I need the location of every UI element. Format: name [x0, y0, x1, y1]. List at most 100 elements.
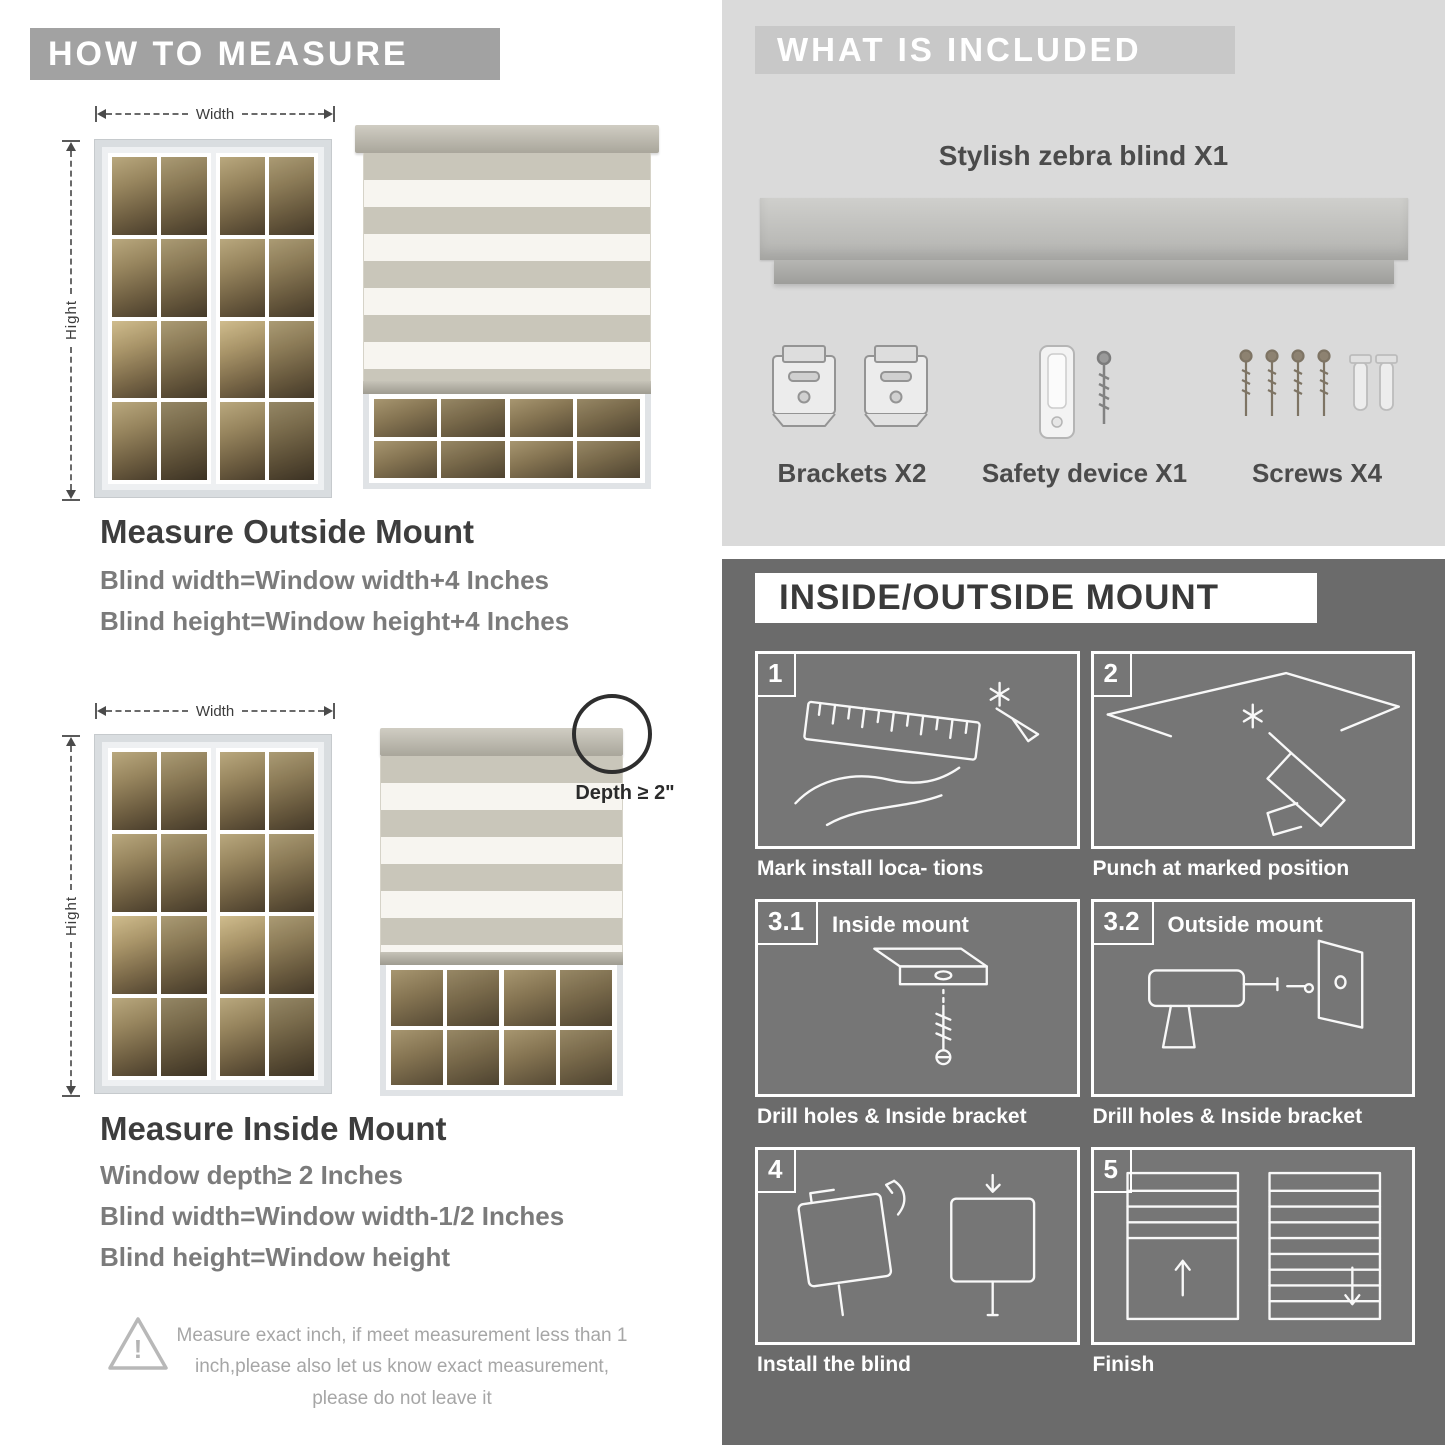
window-below-blind [380, 965, 623, 1096]
window-sash [215, 748, 318, 1080]
brackets-label: Brackets X2 [777, 458, 927, 488]
arrow-line [242, 710, 324, 712]
inside-height-formula: Blind height=Window height [100, 1242, 450, 1272]
step-number: 2 [1093, 654, 1132, 697]
outside-mount-heading: Measure Outside Mount [100, 513, 475, 550]
width-label: Width [195, 105, 235, 123]
height-arrow-outside: Hight [62, 140, 80, 501]
window-sash [108, 153, 211, 484]
step-3-2-panel: 3.2 Outside mount [1090, 899, 1415, 1097]
arrow-line [70, 151, 72, 295]
inside-mount-heading: Measure Inside Mount [100, 1110, 447, 1147]
window-photo-inside [95, 735, 331, 1093]
step-4-panel: 4 [755, 1147, 1080, 1345]
step-4-caption: Install the blind [757, 1353, 912, 1376]
mount-banner: INSIDE/OUTSIDE MOUNT [755, 573, 1317, 623]
step2-drill-illustration [1106, 671, 1400, 836]
product-title: Stylish zebra blind X1 [938, 140, 1229, 171]
step-number: 5 [1093, 1150, 1132, 1193]
inside-depth-rule: Window depth≥ 2 Inches [100, 1160, 403, 1190]
step3-1-inside-bracket-illustration [873, 947, 988, 1066]
arrow-line [242, 113, 324, 115]
warning-exclamation: ! [133, 1334, 143, 1364]
step-1: 1 [755, 651, 1080, 881]
step-3-2: 3.2 Outside mount Dr [1090, 899, 1415, 1129]
step5-finish-illustration [1125, 1171, 1381, 1321]
step-5-panel: 5 [1090, 1147, 1415, 1345]
blind-bottom-rail [380, 952, 623, 965]
warning-triangle-icon [108, 1317, 168, 1370]
measurement-warning-text: Measure exact inch, if meet measurement … [176, 1325, 628, 1409]
window-sash [215, 153, 318, 484]
blind-headrail-lower [774, 260, 1394, 284]
window-sash [108, 748, 211, 1080]
height-label: Hight [62, 300, 80, 341]
zebra-blind-inside [380, 728, 623, 1096]
step-3-1-title: Inside mount [832, 912, 969, 937]
step-1-panel: 1 [755, 651, 1080, 849]
step-2-panel: 2 [1090, 651, 1415, 849]
arrow-line [70, 746, 72, 890]
height-arrow-inside: Hight [62, 735, 80, 1097]
window-sash [504, 970, 612, 1085]
mount-banner-title: INSIDE/OUTSIDE MOUNT [779, 578, 1220, 617]
safety-device-label: Safety device X1 [981, 458, 1188, 488]
safety-device-icon [1039, 345, 1112, 439]
brackets-icon [767, 328, 937, 444]
width-arrow-inside: Width [95, 702, 335, 720]
step-3-1: 3.1 Inside mount [755, 899, 1080, 1129]
step-3-1-caption: Drill holes & Inside bracket [757, 1105, 1027, 1128]
step-3-1-panel: 3.1 Inside mount [755, 899, 1080, 1097]
width-label: Width [195, 702, 235, 720]
step-5: 5 Finish [1090, 1147, 1415, 1377]
step-5-caption: Finish [1092, 1353, 1155, 1376]
screws-icon [1232, 328, 1402, 444]
included-items-row: Brackets X2 [767, 328, 1402, 489]
height-label: Hight [62, 895, 80, 937]
step-2: 2 Punch at marked position [1090, 651, 1415, 881]
outside-width-formula: Blind width=Window width+4 Inches [100, 565, 549, 595]
window-sash [374, 399, 505, 478]
warning-triangle-icon: ! [106, 1314, 170, 1374]
step-3-2-title: Outside mount [1167, 912, 1323, 937]
how-to-measure-section: HOW TO MEASURE Width Hight Measure Ou [0, 0, 700, 1445]
arrow-line [70, 346, 72, 490]
window-sash [391, 970, 499, 1085]
step-2-caption: Punch at marked position [1092, 857, 1350, 880]
step-number: 4 [758, 1150, 797, 1193]
arrow-line [106, 710, 188, 712]
screws-icon [1239, 349, 1398, 416]
mount-instructions-section: INSIDE/OUTSIDE MOUNT 1 [722, 559, 1445, 1445]
arrow-line [106, 113, 188, 115]
step-number: 3.1 [758, 902, 819, 945]
how-to-measure-title: HOW TO MEASURE [48, 35, 409, 73]
brackets-icon [772, 345, 928, 427]
step1-mark-location-illustration [794, 681, 1040, 827]
included-item-safety-device: Safety device X1 [982, 328, 1187, 489]
blind-shade [363, 153, 651, 381]
width-arrow-outside: Width [95, 105, 335, 123]
blind-headrail-image [760, 198, 1408, 260]
blind-shade [380, 756, 623, 952]
step4-install-blind-illustration [797, 1173, 1036, 1317]
how-to-measure-banner: HOW TO MEASURE [30, 28, 500, 80]
step-number: 1 [758, 654, 797, 697]
screws-label: Screws X4 [1251, 458, 1383, 488]
step-3-2-caption: Drill holes & Inside bracket [1092, 1105, 1363, 1128]
safety-device-icon [982, 328, 1187, 444]
included-item-screws: Screws X4 [1232, 328, 1402, 489]
window-sash [509, 399, 640, 478]
window-below-blind [363, 394, 651, 489]
included-item-brackets: Brackets X2 [767, 328, 937, 489]
outside-height-formula: Blind height=Window height+4 Inches [100, 606, 570, 636]
step3-2-outside-bracket-illustration [1147, 939, 1363, 1049]
step-number: 3.2 [1093, 902, 1154, 945]
step-4: 4 [755, 1147, 1080, 1377]
what-is-included-section: WHAT IS INCLUDED Stylish zebra blind X1 [722, 0, 1445, 546]
blind-bottom-rail [363, 381, 651, 394]
step-1-caption: Mark install loca- tions [757, 857, 984, 880]
what-is-included-banner: WHAT IS INCLUDED [755, 26, 1235, 74]
what-is-included-title: WHAT IS INCLUDED [777, 31, 1142, 68]
zebra-blind-outside [355, 125, 659, 489]
